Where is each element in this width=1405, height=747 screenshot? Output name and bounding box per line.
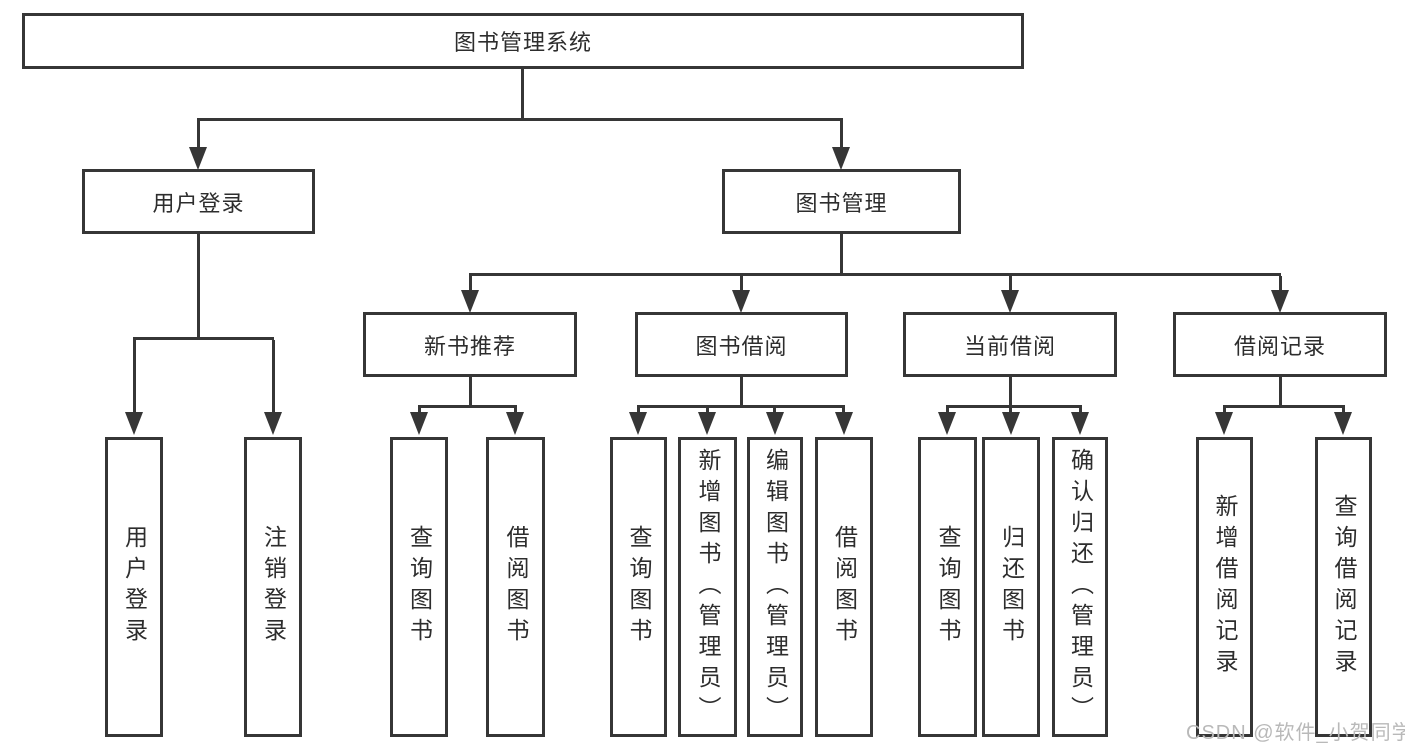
arrow-down-icon (506, 412, 524, 435)
connector-line (521, 69, 524, 118)
arrow-down-icon (698, 412, 716, 435)
connector-line (1279, 276, 1282, 292)
arrow-down-icon (629, 412, 647, 435)
arrow-down-icon (189, 147, 207, 170)
csdn-watermark: CSDN @软件_小贺同学 (1186, 722, 1405, 744)
arrow-down-icon (938, 412, 956, 435)
node-leaf-query-books-borrow: 查询图书 (610, 437, 667, 737)
connector-line (740, 377, 743, 405)
connector-line (272, 340, 275, 412)
node-leaf-confirm-return-admin: 确认归还（管理员） (1052, 437, 1108, 737)
connector-line (469, 276, 472, 292)
node-leaf-add-borrow-record: 新增借阅记录 (1196, 437, 1253, 737)
connector-line (197, 234, 200, 337)
arrow-down-icon (125, 412, 143, 435)
connector-line (1223, 408, 1226, 414)
connector-line (514, 408, 517, 414)
node-leaf-borrow-books-label: 借阅图书 (831, 525, 858, 649)
arrow-down-icon (766, 412, 784, 435)
connector-line (1009, 408, 1012, 414)
arrow-down-icon (410, 412, 428, 435)
connector-line (133, 337, 274, 340)
connector-line (469, 377, 472, 405)
connector-line (1342, 408, 1345, 414)
arrow-down-icon (461, 290, 479, 313)
connector-line (1279, 377, 1282, 405)
connector-line (197, 121, 200, 149)
node-leaf-edit-book-admin-label: 编辑图书（管理员） (762, 447, 789, 727)
node-leaf-return-book: 归还图书 (982, 437, 1040, 737)
connector-line (946, 408, 949, 414)
connector-line (773, 408, 776, 414)
node-user-login-branch-label: 用户登录 (152, 190, 245, 216)
node-leaf-add-book-admin: 新增图书（管理员） (678, 437, 737, 737)
connector-line (840, 121, 843, 149)
node-leaf-query-books-recommend-label: 查询图书 (406, 525, 433, 649)
connector-line (197, 118, 843, 121)
node-leaf-query-borrow-record-label: 查询借阅记录 (1331, 494, 1357, 680)
node-book-management-label: 图书管理 (795, 190, 888, 216)
node-leaf-query-books-borrow-label: 查询图书 (626, 525, 652, 649)
arrow-down-icon (1001, 290, 1019, 313)
connector-line (1223, 405, 1345, 408)
node-book-borrow: 图书借阅 (635, 312, 848, 377)
node-leaf-query-borrow-record: 查询借阅记录 (1315, 437, 1372, 737)
connector-line (840, 234, 843, 273)
node-leaf-return-book-label: 归还图书 (998, 525, 1025, 649)
node-leaf-query-books-current-label: 查询图书 (935, 525, 961, 649)
node-leaf-logout-label: 注销登录 (260, 525, 287, 649)
arrow-down-icon (732, 290, 750, 313)
connector-line (133, 340, 136, 412)
arrow-down-icon (1002, 412, 1020, 435)
connector-line (1009, 377, 1012, 405)
node-borrow-records: 借阅记录 (1173, 312, 1387, 377)
arrow-down-icon (1071, 412, 1089, 435)
node-root: 图书管理系统 (22, 13, 1024, 69)
node-current-borrow-label: 当前借阅 (963, 333, 1056, 359)
arrow-down-icon (1334, 412, 1352, 435)
node-leaf-add-book-admin-label: 新增图书（管理员） (695, 447, 721, 727)
node-leaf-borrow-books: 借阅图书 (815, 437, 873, 737)
connector-line (946, 405, 1082, 408)
connector-line (1079, 408, 1082, 414)
node-leaf-query-books-recommend: 查询图书 (390, 437, 448, 737)
arrow-down-icon (1271, 290, 1289, 313)
arrow-down-icon (1215, 412, 1233, 435)
connector-line (1009, 276, 1012, 292)
connector-line (740, 276, 743, 292)
connector-line (418, 408, 421, 414)
arrow-down-icon (835, 412, 853, 435)
node-leaf-logout: 注销登录 (244, 437, 302, 737)
node-leaf-borrow-books-recommend-label: 借阅图书 (503, 525, 529, 649)
node-borrow-records-label: 借阅记录 (1233, 333, 1326, 359)
connector-line (418, 405, 517, 408)
connector-line (842, 408, 845, 414)
node-leaf-user-login: 用户登录 (105, 437, 163, 737)
connector-line (637, 405, 845, 408)
node-new-book-recommend: 新书推荐 (363, 312, 577, 377)
node-root-label: 图书管理系统 (453, 30, 592, 55)
node-leaf-borrow-books-recommend: 借阅图书 (486, 437, 545, 737)
connector-line (706, 408, 709, 414)
connector-line (637, 408, 640, 414)
connector-line (469, 273, 1281, 276)
node-user-login-branch: 用户登录 (82, 169, 315, 234)
arrow-down-icon (832, 147, 850, 170)
node-leaf-confirm-return-admin-label: 确认归还（管理员） (1067, 447, 1094, 727)
node-book-borrow-label: 图书借阅 (695, 333, 788, 359)
node-leaf-query-books-current: 查询图书 (918, 437, 977, 737)
arrow-down-icon (264, 412, 282, 435)
node-current-borrow: 当前借阅 (903, 312, 1117, 377)
node-leaf-add-borrow-record-label: 新增借阅记录 (1212, 494, 1238, 680)
node-new-book-recommend-label: 新书推荐 (423, 333, 516, 359)
node-leaf-edit-book-admin: 编辑图书（管理员） (747, 437, 803, 737)
node-book-management: 图书管理 (722, 169, 961, 234)
node-leaf-user-login-label: 用户登录 (121, 525, 148, 649)
